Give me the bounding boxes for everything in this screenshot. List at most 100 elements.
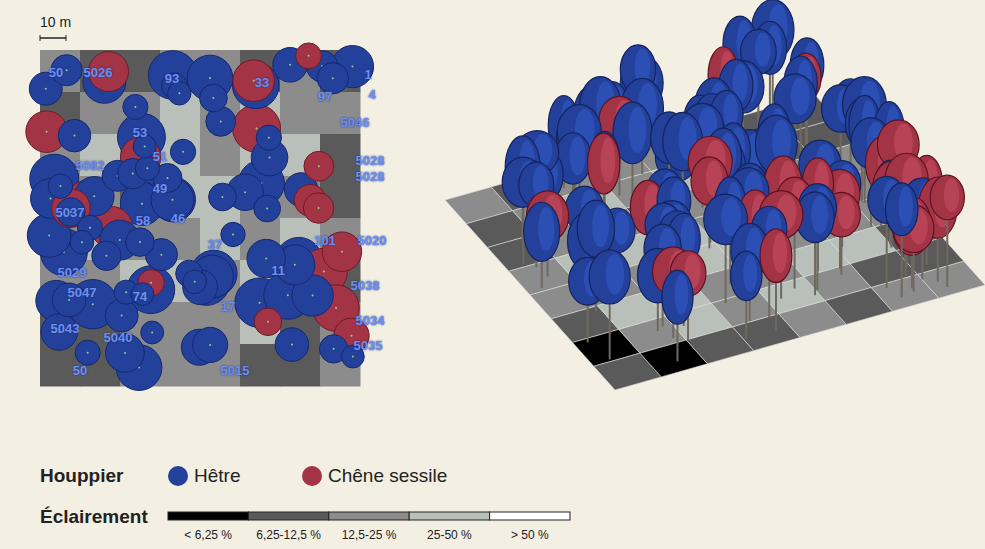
trunk-dot	[119, 239, 121, 241]
trunk-dot	[166, 177, 168, 179]
legend-text: Chêne sessile	[328, 465, 447, 487]
crown-shade	[606, 254, 625, 295]
trunk-dot	[318, 165, 320, 167]
crown-shade	[569, 137, 585, 176]
oak-crown	[303, 193, 333, 223]
tree-number: 5037	[56, 205, 85, 220]
light-cell	[200, 134, 241, 177]
tree-number: 97	[318, 89, 332, 104]
tree-number: 5043	[51, 321, 80, 336]
beech-crown	[126, 228, 155, 257]
tree-number: 51	[153, 149, 167, 164]
crown-shade	[755, 33, 771, 67]
tree-number: 101	[314, 233, 336, 248]
trunk-dot	[209, 344, 211, 346]
tree-number: 93	[165, 71, 179, 86]
tree-number: 5015	[221, 363, 250, 378]
trunk-dot	[253, 80, 255, 82]
crown-shade	[838, 196, 855, 229]
tree-number: 5028	[356, 153, 385, 168]
trunk-dot	[312, 295, 314, 297]
crown-shade	[629, 107, 647, 153]
trunk-dot	[266, 208, 268, 210]
trunk-dot	[49, 197, 51, 199]
scale-bar	[66, 35, 67, 41]
trunk-dot	[318, 207, 320, 209]
trunk-dot	[287, 294, 289, 296]
crown-shade	[743, 255, 757, 292]
trunk-dot	[212, 97, 214, 99]
crown-shade	[614, 212, 630, 245]
tree-number: 46	[171, 211, 185, 226]
trunk-dot	[59, 185, 61, 187]
crown-shade	[773, 233, 787, 273]
trunk-dot	[105, 255, 107, 257]
trunk-dot	[160, 254, 162, 256]
trunk-dot	[146, 167, 148, 169]
trunk-dot	[66, 69, 68, 71]
tree-number: 5035	[354, 338, 383, 353]
crown-shade	[791, 78, 810, 115]
trunk-dot	[125, 291, 127, 293]
trunk-dot	[144, 145, 146, 147]
legend-text: 25-50 %	[427, 528, 472, 542]
trunk-dot	[134, 106, 136, 108]
trunk-dot	[294, 264, 296, 266]
beech-crown	[75, 340, 100, 365]
beech-crown	[193, 327, 228, 362]
tree-number: 5038	[351, 278, 380, 293]
legend-swatch	[248, 512, 328, 520]
trunk-dot	[87, 352, 89, 354]
legend-heading: Éclairement	[40, 506, 148, 528]
legend-swatch	[168, 512, 248, 520]
tree-number: 5047	[68, 285, 97, 300]
crown-shade	[944, 179, 959, 212]
trunk-dot	[308, 55, 310, 57]
beech-crown	[589, 250, 630, 304]
trunk-dot	[92, 303, 94, 305]
beech-crown	[92, 241, 121, 270]
scale-label: 10 m	[40, 14, 71, 30]
crown-shade	[601, 138, 616, 184]
tree-number: 4	[368, 87, 375, 102]
trunk-dot	[178, 92, 180, 94]
tree-number: 5046	[341, 115, 370, 130]
beech-crown	[256, 125, 281, 150]
trunk-dot	[46, 131, 48, 133]
tree-number: 5040	[104, 330, 133, 345]
tree-number: 5020	[358, 233, 387, 248]
legend-heading: Houppier	[40, 465, 123, 487]
trunk-dot	[335, 307, 337, 309]
legend-swatch	[490, 512, 570, 520]
trunk-dot	[220, 120, 222, 122]
trunk-dot	[73, 135, 75, 137]
beech-crown	[524, 202, 560, 261]
trunk-dot	[289, 64, 291, 66]
oak-crown	[233, 60, 275, 102]
beech-crown	[48, 174, 73, 199]
legend-text: > 50 %	[511, 528, 549, 542]
tree-number: 49	[153, 181, 167, 196]
tree-number: 11	[271, 263, 285, 278]
beech-crown	[577, 200, 614, 257]
crown-shade	[811, 196, 828, 234]
trunk-dot	[139, 241, 141, 243]
trunk-dot	[93, 195, 95, 197]
trunk-dot	[182, 151, 184, 153]
trunk-dot	[256, 127, 258, 129]
beech-crown	[209, 183, 237, 211]
beech-crown	[885, 183, 918, 236]
tree-number: 53	[133, 125, 147, 140]
trunk-dot	[267, 321, 269, 323]
oak-crown	[588, 133, 620, 194]
trunk-dot	[232, 233, 234, 235]
crown-shade	[538, 207, 554, 251]
legend-text: Hêtre	[194, 465, 240, 487]
trunk-dot	[151, 332, 153, 334]
oak-crown	[760, 229, 792, 283]
scale-bar	[40, 37, 66, 39]
trunk-dot	[269, 157, 271, 159]
crown-shade	[674, 274, 688, 315]
oak-crown	[254, 308, 282, 336]
beech-crown	[58, 119, 91, 152]
